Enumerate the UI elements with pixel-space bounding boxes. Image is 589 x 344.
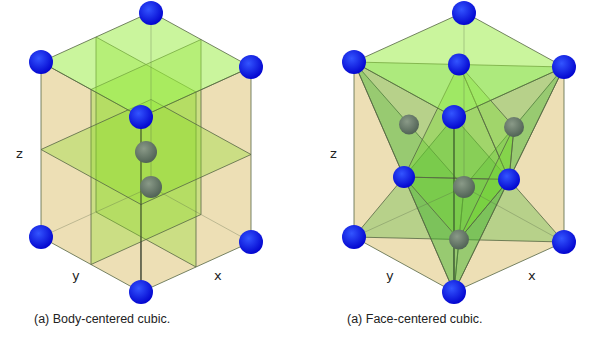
fcc-atoms: [342, 1, 576, 304]
axis-label: x: [528, 268, 536, 283]
bcc-atoms: [29, 1, 263, 304]
fcc-cube: [354, 12, 564, 292]
figure-caption: (a) Body-centered cubic.: [34, 312, 170, 326]
figure-caption: (a) Face-centered cubic.: [347, 312, 482, 326]
bcc-cube: [41, 12, 251, 292]
axis-label: z: [330, 146, 337, 161]
axis-label: y: [72, 268, 80, 283]
axis-label: z: [16, 146, 23, 161]
axis-label: x: [214, 268, 222, 283]
axis-label: y: [386, 268, 394, 283]
